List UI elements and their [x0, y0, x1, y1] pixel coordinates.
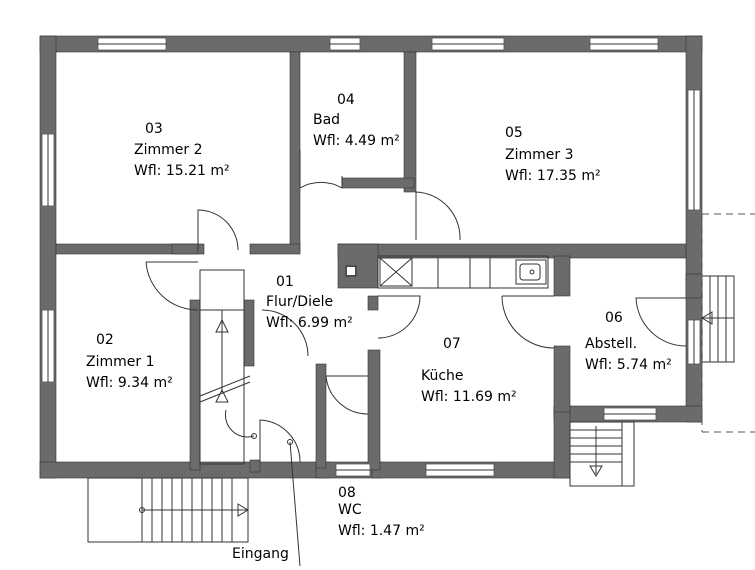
room-label-03: 03 Zimmer 2 Wfl: 15.21 m² — [134, 121, 230, 179]
door-kitchen — [377, 295, 421, 339]
entrance-path-line — [289, 441, 301, 567]
room-name: Zimmer 2 — [134, 142, 202, 158]
wall-bad-zimmer3 — [403, 51, 417, 193]
stair-arrow-icon — [215, 388, 229, 403]
wall-bad-bottom — [341, 177, 415, 189]
room-label-04: 04 Bad Wfl: 4.49 m² — [313, 92, 400, 149]
door-wc — [325, 375, 369, 415]
room-area: Wfl: 9.34 m² — [86, 375, 173, 391]
room-number: 04 — [337, 92, 355, 108]
room-label-08: 08 WC Wfl: 1.47 m² — [338, 485, 425, 539]
room-area: Wfl: 15.21 m² — [134, 163, 230, 179]
stair-arrow-icon — [215, 318, 229, 333]
doors — [145, 150, 687, 463]
door-entrance — [259, 419, 301, 463]
wall-entry-stub — [249, 459, 261, 473]
room-area: Wfl: 17.35 m² — [505, 168, 601, 184]
wall-zimmer2-bad — [289, 51, 301, 253]
chimney-icon — [345, 265, 357, 277]
entrance-stairs — [87, 439, 301, 567]
kitchen-counter — [345, 255, 549, 289]
room-name: Küche — [421, 368, 464, 384]
room-number: 07 — [443, 336, 461, 352]
room-area: Wfl: 11.69 m² — [421, 389, 517, 405]
door-zimmer3 — [415, 191, 461, 241]
door-flur-swing — [261, 309, 309, 357]
wall-stair-right — [243, 299, 255, 367]
stair-arrow-icon — [237, 503, 249, 517]
wall-wc-left — [315, 363, 327, 469]
room-name: Bad — [313, 112, 340, 128]
wall-zimmer2-bottom-right — [249, 243, 301, 255]
door-bad-frame — [299, 150, 343, 188]
room-number: 01 — [276, 274, 294, 290]
wall-zimmer2-stub — [171, 243, 199, 255]
room-number: 05 — [505, 125, 523, 141]
door-storage — [501, 295, 555, 349]
side-stairs — [569, 275, 735, 487]
sink-icon — [515, 259, 547, 285]
room-name: Zimmer 3 — [505, 147, 573, 163]
wall-kitchen-storage-top — [553, 255, 571, 297]
room-label-05: 05 Zimmer 3 Wfl: 17.35 m² — [505, 125, 601, 184]
room-label-06: 06 Abstell. Wfl: 5.74 m² — [585, 310, 672, 373]
room-number: 06 — [605, 310, 623, 326]
room-area: Wfl: 4.49 m² — [313, 133, 400, 149]
door-zimmer2 — [197, 209, 239, 251]
stair-arrow-icon — [589, 465, 603, 477]
room-name: Flur/Diele — [266, 294, 333, 310]
room-number: 02 — [96, 332, 114, 348]
wall-kitchen-pillar — [337, 243, 379, 289]
wall-kitchen-left — [367, 349, 381, 471]
wall-left — [39, 35, 57, 479]
door-zimmer1 — [145, 261, 199, 311]
room-label-02: 02 Zimmer 1 Wfl: 9.34 m² — [86, 332, 173, 391]
wall-kitchen-storage-low — [553, 405, 571, 479]
room-name: Zimmer 1 — [86, 354, 154, 370]
room-area: Wfl: 6.99 m² — [266, 315, 353, 331]
stair-arrow-icon — [701, 311, 713, 325]
door-storage-exterior — [635, 297, 687, 347]
stove-icon — [379, 257, 413, 287]
room-label-07: 07 Küche Wfl: 11.69 m² — [421, 336, 517, 405]
wall-zimmer2-bottom-left — [55, 243, 205, 255]
terrace-outline — [701, 213, 755, 433]
windows — [41, 37, 701, 477]
room-area: Wfl: 5.74 m² — [585, 357, 672, 373]
wall-right-door-frame — [685, 273, 703, 299]
walls — [39, 35, 703, 479]
room-label-01: 01 Flur/Diele Wfl: 6.99 m² — [266, 274, 353, 331]
wall-kitchen-storage-mid — [553, 345, 571, 413]
room-area: Wfl: 1.47 m² — [338, 523, 425, 539]
interior-stairs — [199, 269, 257, 465]
room-name: Abstell. — [585, 336, 637, 352]
entrance-label: Eingang — [232, 546, 289, 562]
room-number: 08 — [338, 485, 356, 501]
wall-zimmer1-right — [189, 299, 201, 471]
room-name: WC — [338, 502, 362, 518]
room-number: 03 — [145, 121, 163, 137]
door-bad — [299, 181, 343, 189]
wall-kitchen-left-stub — [367, 295, 379, 311]
wall-bottom-left — [39, 461, 331, 479]
